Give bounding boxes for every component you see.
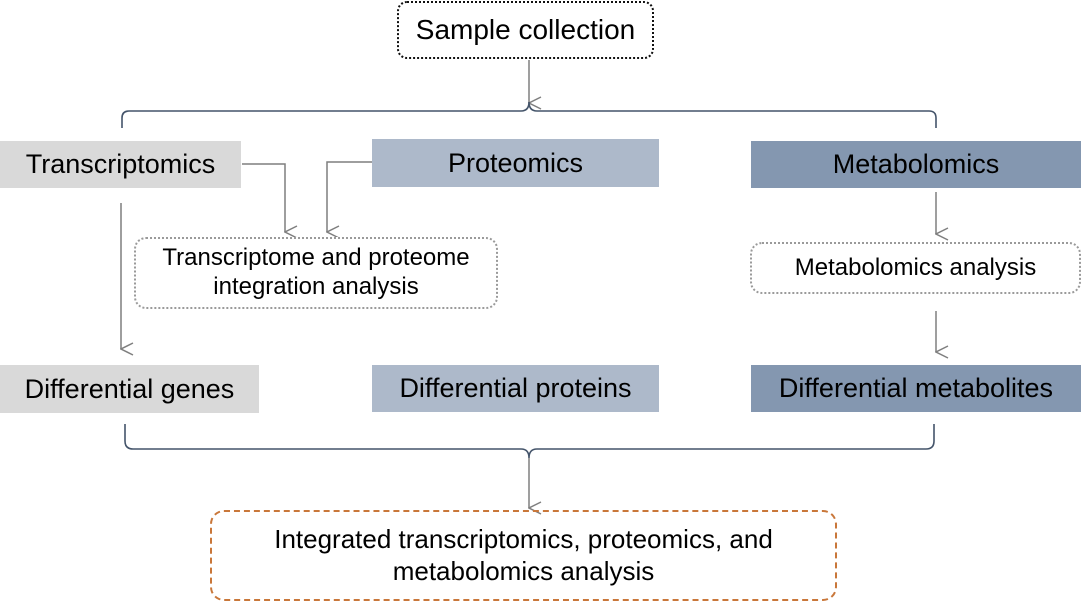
bottom-bracket [124, 424, 935, 459]
differential-genes-label: Differential genes [24, 373, 235, 404]
arrow-transcriptomics-to-integration [242, 163, 285, 232]
metabolomics-analysis-label: Metabolomics analysis [794, 253, 1037, 281]
integrated-analysis-label: Integrated transcriptomics, proteomics, … [274, 524, 773, 586]
differential-metabolites-node: Differential metabolites [751, 365, 1081, 412]
proteomics-label: Proteomics [447, 147, 584, 178]
metabolomics-node: Metabolomics [751, 141, 1081, 188]
differential-metabolites-label: Differential metabolites [778, 373, 1054, 404]
arrow-proteomics-to-integration [327, 161, 372, 232]
sample-collection-label: Sample collection [415, 14, 636, 46]
transcriptome-proteome-integration-node: Transcriptome and proteome integration a… [134, 237, 498, 309]
differential-genes-node: Differential genes [0, 365, 259, 413]
metabolomics-analysis-node: Metabolomics analysis [750, 242, 1081, 294]
sample-collection-node: Sample collection [397, 1, 654, 59]
differential-proteins-node: Differential proteins [372, 365, 659, 412]
integration-label: Transcriptome and proteome integration a… [162, 244, 470, 300]
transcriptomics-label: Transcriptomics [25, 149, 216, 180]
integrated-analysis-node: Integrated transcriptomics, proteomics, … [210, 510, 837, 601]
differential-proteins-label: Differential proteins [399, 373, 632, 404]
proteomics-node: Proteomics [372, 139, 659, 187]
metabolomics-label: Metabolomics [832, 149, 1000, 180]
top-bracket [121, 101, 937, 128]
transcriptomics-node: Transcriptomics [0, 141, 241, 188]
